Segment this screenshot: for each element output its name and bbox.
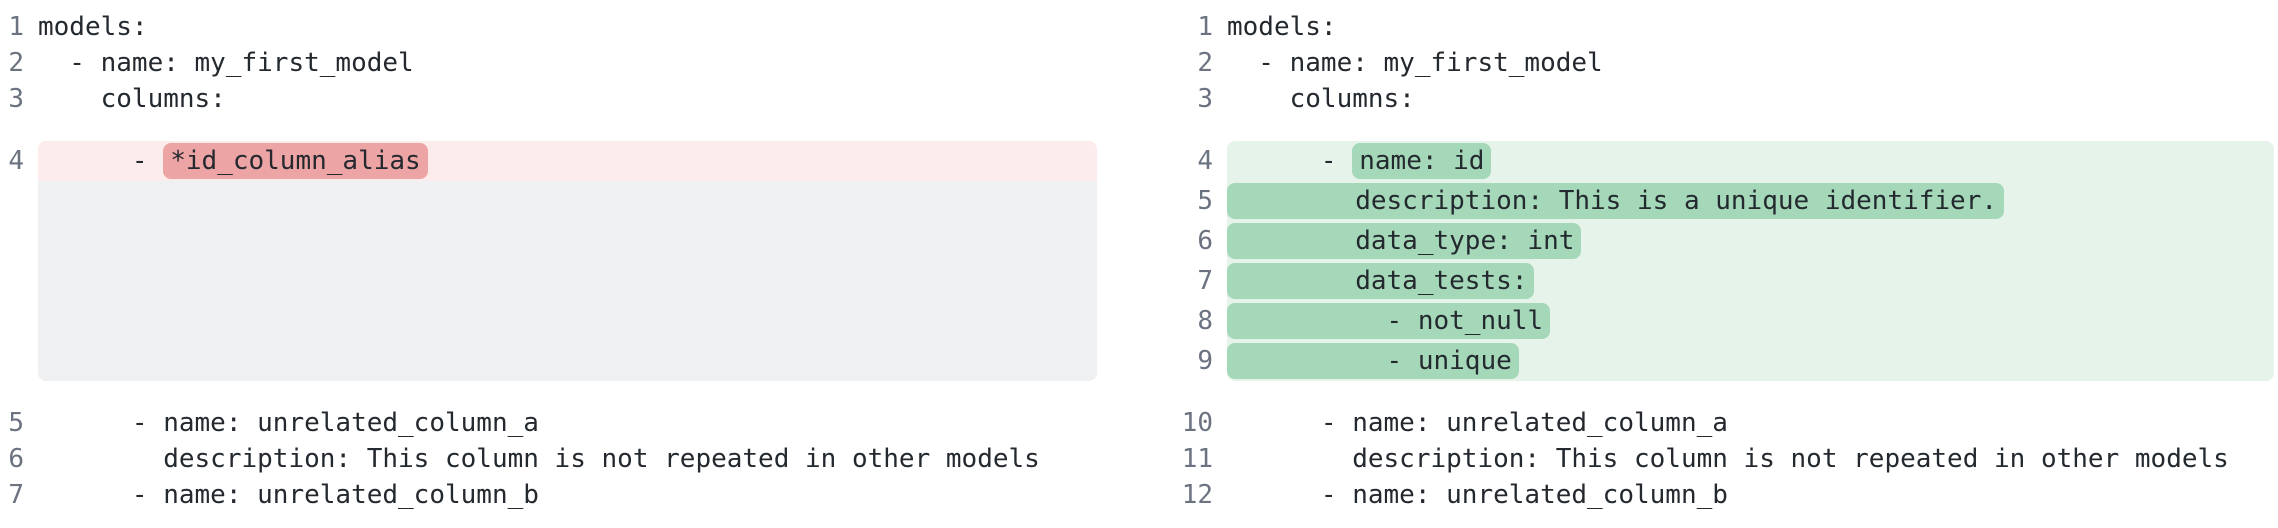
added-token: data_type: int — [1227, 223, 1582, 259]
line-number: 1 — [1197, 12, 1213, 42]
added-line-content: - unique — [1227, 341, 2274, 381]
added-line-content: description: This is a unique identifier… — [1227, 181, 2274, 221]
line-text: columns: — [38, 84, 226, 114]
line-text: - name: my_first_model — [38, 48, 414, 78]
added-hunk: 4 - name: id 5 description: This is a un… — [1177, 141, 2274, 381]
removed-line-content: - *id_column_alias — [38, 141, 1097, 181]
line-number: 12 — [1181, 480, 1213, 510]
line-number: 4 — [8, 146, 24, 176]
added-line: 7 data_tests: — [1177, 261, 2274, 301]
line-number-empty — [0, 181, 24, 381]
line-number: 7 — [1197, 266, 1213, 296]
added-line: 8 - not_null — [1177, 301, 2274, 341]
added-line: 9 - unique — [1177, 341, 2274, 381]
diff-panel-right: 1 models: 2 - name: my_first_model 3 col… — [1177, 9, 2278, 513]
code-line: 5 - name: unrelated_column_a — [0, 405, 1097, 441]
line-text: description: This column is not repeated… — [38, 444, 1040, 474]
added-token: - not_null — [1227, 303, 1551, 339]
code-line: 3 columns: — [1177, 81, 2274, 117]
added-token: name: id — [1352, 143, 1492, 179]
code-line: 1 models: — [0, 9, 1097, 45]
added-line: 6 data_type: int — [1177, 221, 2274, 261]
added-token: description: This is a unique identifier… — [1227, 183, 2005, 219]
line-text: - name: unrelated_column_b — [38, 480, 539, 510]
code-line: 2 - name: my_first_model — [1177, 45, 2274, 81]
code-line: 12 - name: unrelated_column_b — [1177, 477, 2274, 513]
removed-token: *id_column_alias — [163, 143, 428, 179]
line-number: 3 — [8, 84, 24, 114]
line-text: - name: unrelated_column_a — [1227, 408, 1728, 438]
line-number: 2 — [8, 48, 24, 78]
removed-line: 4 - *id_column_alias — [0, 141, 1097, 181]
line-number: 5 — [1197, 186, 1213, 216]
line-number: 10 — [1181, 408, 1213, 438]
diff-view: 1 models: 2 - name: my_first_model 3 col… — [0, 9, 2278, 513]
line-number: 11 — [1181, 444, 1213, 474]
line-number: 5 — [8, 408, 24, 438]
code-line: 3 columns: — [0, 81, 1097, 117]
line-text: description: This column is not repeated… — [1227, 444, 2229, 474]
line-number: 8 — [1197, 306, 1213, 336]
added-line-prefix: - — [1227, 146, 1353, 176]
added-line-content: - name: id — [1227, 141, 2274, 181]
removed-hunk: 4 - *id_column_alias — [0, 141, 1097, 381]
line-text: - name: unrelated_column_b — [1227, 480, 1728, 510]
code-line: 6 description: This column is not repeat… — [0, 441, 1097, 477]
line-text: models: — [38, 12, 148, 42]
collapsed-placeholder-block — [38, 181, 1097, 381]
line-number: 1 — [8, 12, 24, 42]
collapsed-placeholder — [0, 181, 1097, 381]
code-line: 2 - name: my_first_model — [0, 45, 1097, 81]
line-number: 2 — [1197, 48, 1213, 78]
line-text: - name: my_first_model — [1227, 48, 1603, 78]
line-number: 6 — [1197, 226, 1213, 256]
line-number: 9 — [1197, 346, 1213, 376]
code-line: 10 - name: unrelated_column_a — [1177, 405, 2274, 441]
line-number: 4 — [1197, 146, 1213, 176]
line-number: 6 — [8, 444, 24, 474]
line-number: 7 — [8, 480, 24, 510]
diff-panel-left: 1 models: 2 - name: my_first_model 3 col… — [0, 9, 1117, 513]
line-text: models: — [1227, 12, 1337, 42]
added-line-content: data_type: int — [1227, 221, 2274, 261]
code-line: 11 description: This column is not repea… — [1177, 441, 2274, 477]
line-text: - name: unrelated_column_a — [38, 408, 539, 438]
added-line-content: - not_null — [1227, 301, 2274, 341]
added-token: - unique — [1227, 343, 1519, 379]
added-line-content: data_tests: — [1227, 261, 2274, 301]
added-token: data_tests: — [1227, 263, 1535, 299]
line-text: columns: — [1227, 84, 1415, 114]
code-line: 1 models: — [1177, 9, 2274, 45]
added-line: 5 description: This is a unique identifi… — [1177, 181, 2274, 221]
added-line: 4 - name: id — [1177, 141, 2274, 181]
removed-line-prefix: - — [38, 146, 164, 176]
line-number: 3 — [1197, 84, 1213, 114]
code-line: 7 - name: unrelated_column_b — [0, 477, 1097, 513]
